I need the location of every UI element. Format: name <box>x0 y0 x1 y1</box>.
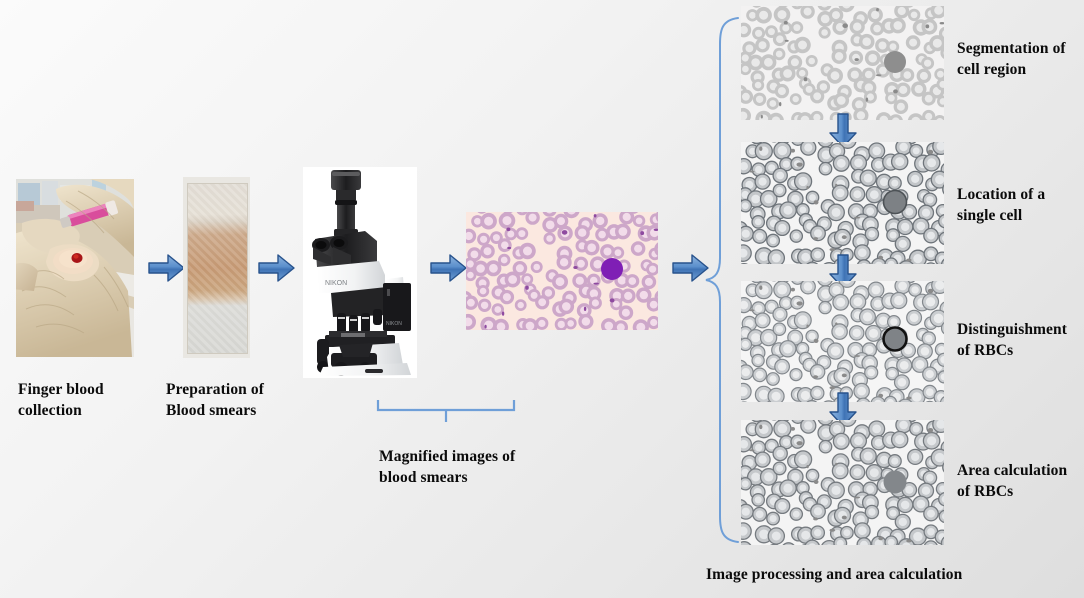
horizontal-bracket-icon <box>376 398 516 424</box>
caption-preparation-of-blood-smears: Preparation of Blood smears <box>166 380 336 421</box>
caption-line-2: of RBCs <box>957 482 1014 500</box>
arrow-down-icon-3 <box>828 392 858 428</box>
slide-texture <box>188 184 247 353</box>
curly-brace-icon <box>704 16 740 544</box>
caption-line-2: blood smears <box>379 468 468 486</box>
blood-smear-slide-image <box>183 177 250 358</box>
caption-line-1: Location of a <box>957 186 1046 203</box>
arrow-down-icon-1 <box>828 113 858 149</box>
caption-line-2: collection <box>18 401 82 419</box>
caption-line-2: of RBCs <box>957 341 1014 359</box>
arrow-right-icon-2 <box>258 253 296 283</box>
caption-line-2: single cell <box>957 206 1023 224</box>
caption-magnified-images: Magnified images of blood smears <box>379 447 599 488</box>
panel-area-calculation-of-rbcs <box>741 420 944 545</box>
caption-line-1: Area calculation <box>957 462 1068 479</box>
svg-text:NIKON: NIKON <box>325 280 347 287</box>
caption-distinguishment-of-rbcs: Distinguishment of RBCs <box>957 320 1084 361</box>
finger-blood-collection-image <box>16 179 134 357</box>
slide-glass <box>187 183 248 354</box>
arrow-right-icon-1 <box>148 253 186 283</box>
caption-line-1: Finger blood <box>18 381 104 398</box>
caption-line-1: Image processing and area calculation <box>706 566 963 583</box>
caption-line-1: Magnified images of <box>379 448 516 465</box>
caption-line-1: Distinguishment <box>957 321 1068 338</box>
caption-line-1: Segmentation of <box>957 40 1066 57</box>
arrow-right-icon-3 <box>430 253 468 283</box>
caption-location-of-a-single-cell: Location of a single cell <box>957 185 1084 226</box>
arrow-right-icon-4 <box>672 253 710 283</box>
caption-finger-blood-collection: Finger blood collection <box>18 380 168 421</box>
magnified-blood-smear-image <box>466 212 658 330</box>
panel-distinguishment-of-rbcs <box>741 281 944 402</box>
microscope-image: NIKON <box>303 167 417 378</box>
panel-segmentation-of-cell-region <box>741 6 944 120</box>
caption-line-1: Preparation of <box>166 381 264 398</box>
caption-image-processing-group: Image processing and area calculation <box>706 565 1046 586</box>
panel-location-of-a-single-cell <box>741 142 944 264</box>
caption-line-2: Blood smears <box>166 401 257 419</box>
caption-segmentation-of-cell-region: Segmentation of cell region <box>957 39 1084 80</box>
caption-area-calculation-of-rbcs: Area calculation of RBCs <box>957 461 1084 502</box>
caption-line-2: cell region <box>957 60 1027 78</box>
svg-text:NIKON: NIKON <box>386 321 402 327</box>
